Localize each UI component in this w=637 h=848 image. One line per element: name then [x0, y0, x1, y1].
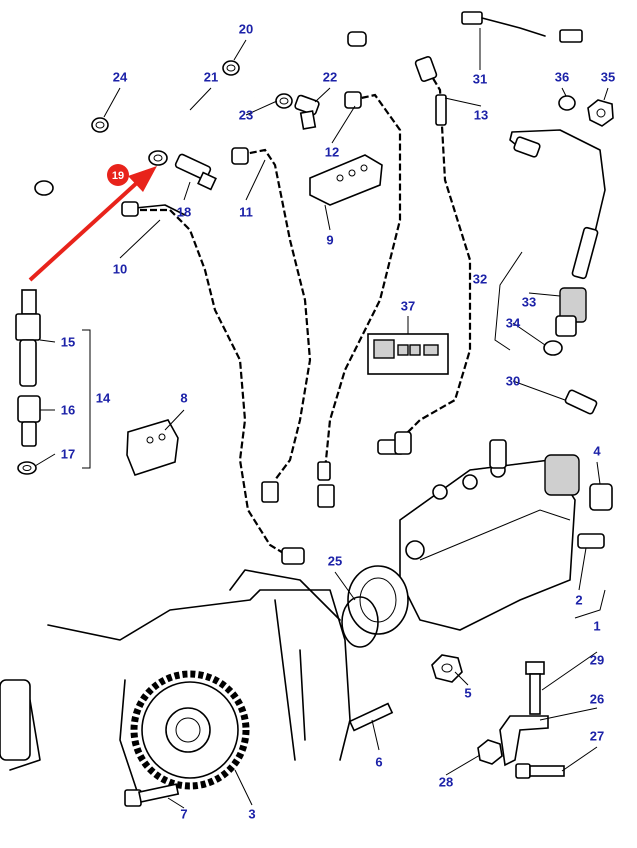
part-label: 4 [593, 443, 601, 458]
part-label: 5 [464, 685, 471, 700]
part-label: 3 [248, 806, 255, 821]
part-label: 31 [473, 71, 487, 86]
ring-34 [543, 340, 563, 356]
bolt-27 [515, 763, 565, 779]
part-label: 20 [239, 21, 253, 36]
part-label: 33 [522, 294, 536, 309]
part-label: 7 [180, 806, 187, 821]
clamp-8 [126, 419, 179, 476]
nozzle-16 [17, 395, 41, 447]
highlight-arrow [28, 166, 157, 282]
pipe-10 [140, 208, 296, 561]
part-label: 21 [204, 69, 218, 84]
nut-28 [477, 739, 503, 765]
bracket-26 [499, 715, 549, 767]
part-label: 35 [601, 69, 615, 84]
clamp-9 [309, 154, 383, 206]
bolt-18 [174, 153, 217, 191]
nut-35 [587, 99, 614, 127]
part-label: 34 [506, 315, 521, 330]
sleeve-4 [589, 483, 613, 511]
part-label-19: 19 [112, 170, 124, 182]
bolt-29 [525, 661, 545, 715]
part-label: 32 [473, 271, 487, 286]
banjo-bolt-22 [294, 94, 320, 130]
washer-17 [17, 461, 37, 475]
switch-2 [577, 533, 605, 549]
part-label: 1 [593, 618, 600, 633]
part-label: 23 [239, 107, 253, 122]
pipe-13 [399, 69, 472, 441]
leader-lines [34, 28, 609, 809]
part-label: 30 [506, 373, 520, 388]
washer-19 [148, 150, 168, 166]
part-label: 37 [401, 298, 415, 313]
injection-pump-1 [347, 439, 580, 635]
pipe-11 [239, 148, 312, 481]
pipe-10-fitting [121, 201, 139, 217]
part-label: 27 [590, 728, 604, 743]
part-labels: 20 24 21 22 31 36 35 23 13 12 18 11 9 10… [61, 21, 615, 821]
o-ring-25 [341, 596, 379, 648]
pipe-12 [323, 93, 402, 471]
part-label: 17 [61, 446, 75, 461]
harness-31 [461, 11, 583, 43]
sleeve-36 [558, 95, 576, 111]
part-label: 8 [180, 390, 187, 405]
stud-6 [348, 702, 394, 732]
part-label: 24 [113, 69, 128, 84]
part-label: 36 [555, 69, 569, 84]
part-label: 6 [375, 754, 382, 769]
sender-30 [564, 389, 598, 415]
solenoid-33 [555, 287, 587, 337]
part-label: 25 [328, 553, 342, 568]
fitting-group [261, 431, 412, 565]
part-label: 14 [96, 390, 111, 405]
highlight-badge-19: 19 [107, 164, 129, 186]
kit-37 [367, 333, 449, 375]
part-label: 13 [474, 107, 488, 122]
washer-23 [275, 93, 293, 109]
part-label: 18 [177, 204, 191, 219]
part-label: 11 [239, 204, 253, 219]
part-label: 10 [113, 261, 127, 276]
part-label: 16 [61, 402, 75, 417]
washer-20 [222, 60, 240, 76]
injector-15 [15, 289, 41, 387]
part-label: 26 [590, 691, 604, 706]
washer-24 [91, 117, 109, 133]
part-label: 28 [439, 774, 453, 789]
nut-5 [431, 654, 463, 683]
injector-pipe-21 [34, 31, 367, 196]
gear-3 [130, 670, 250, 790]
part-label: 12 [325, 144, 339, 159]
part-label: 15 [61, 334, 75, 349]
timing-housing [0, 569, 351, 801]
part-label: 29 [590, 652, 604, 667]
bolt-7 [124, 783, 180, 807]
cable-32 [509, 129, 606, 280]
part-label: 2 [575, 592, 582, 607]
part-label: 9 [326, 232, 333, 247]
part-label: 22 [323, 69, 337, 84]
